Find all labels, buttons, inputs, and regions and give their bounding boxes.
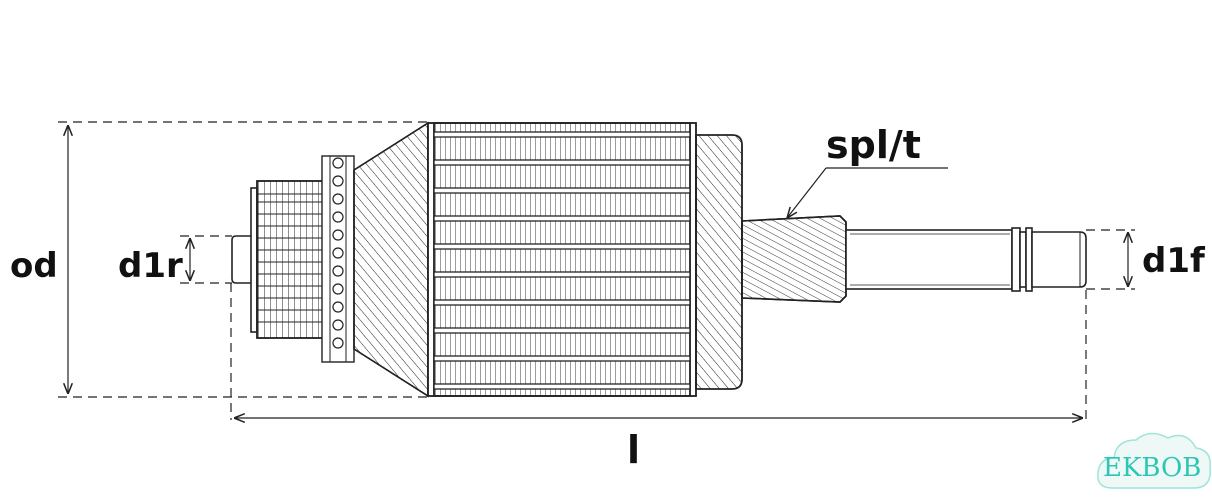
od-label: od xyxy=(10,246,58,286)
winding-taper xyxy=(353,121,429,398)
cloud-icon xyxy=(1097,432,1211,489)
rear-shaft xyxy=(231,235,253,284)
ekbob-watermark: EKBOB xyxy=(1097,432,1211,489)
front-shaft xyxy=(845,227,1087,292)
rear-bearing xyxy=(250,180,324,339)
l-label: l xyxy=(627,428,640,472)
d1r-label: d1r xyxy=(118,246,183,286)
lamination-core xyxy=(427,122,697,397)
spline-section xyxy=(741,215,847,303)
core-slots xyxy=(433,131,691,390)
dimension-lines xyxy=(68,125,1128,418)
watermark-text: EKBOB xyxy=(1103,453,1201,483)
spl-leader-arrow xyxy=(787,167,827,218)
extension-lines xyxy=(58,121,1135,420)
commutator-tabs xyxy=(321,155,355,363)
spl-label: spl/t xyxy=(826,123,921,167)
d1f-label: d1f xyxy=(1142,241,1206,281)
front-winding xyxy=(695,134,743,390)
